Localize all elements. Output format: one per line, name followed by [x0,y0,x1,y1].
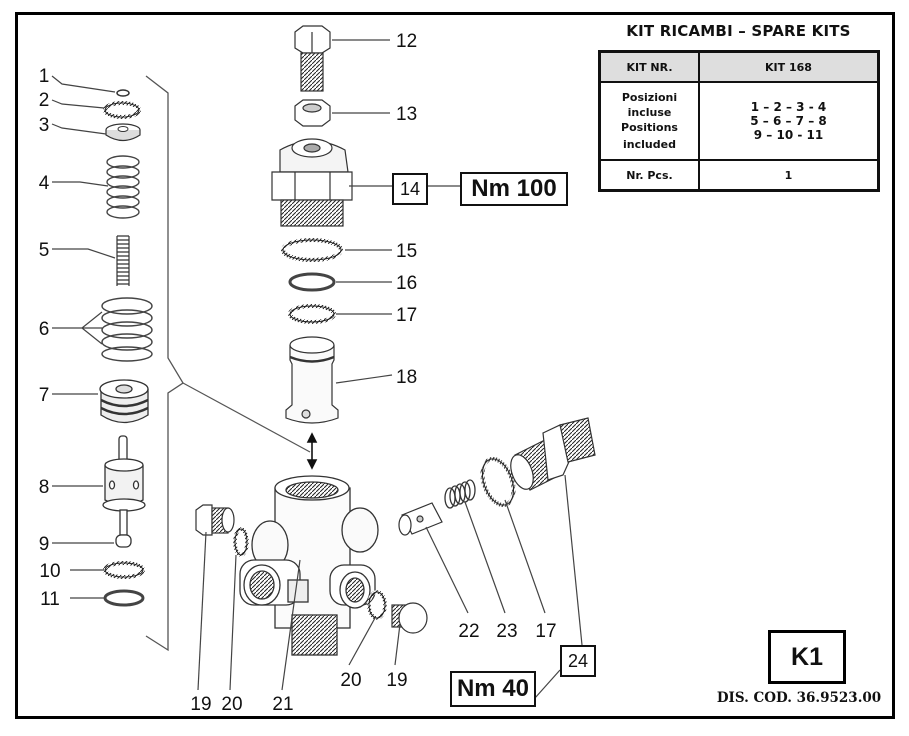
label-part-12: 12 [396,31,417,52]
part-3-washer [105,123,141,142]
kit-table-positions-row: Posizioni incluse Positions included 1 –… [598,81,880,161]
pieces-label: Nr. Pcs. [598,159,700,192]
label-part-6: 6 [39,319,50,340]
part-23-spring [444,479,476,509]
label-part-19-left: 19 [190,694,211,715]
kit-nr-header: KIT NR. [598,50,700,83]
label-part-20-left: 20 [221,694,242,715]
part-10-oring [103,561,145,579]
part-6-backup-rings [101,297,153,362]
part-1-small-oring [116,89,130,97]
kit-table-pieces-row: Nr. Pcs. 1 [598,159,880,192]
label-part-13: 13 [396,104,417,125]
part-22-cartridge [398,502,443,536]
part-15-oring [281,238,343,262]
label-part-9: 9 [39,534,50,555]
spare-kit-table: KIT NR. KIT 168 Posizioni incluse Positi… [598,50,880,192]
label-part-22: 22 [458,621,479,642]
group-leader-line [182,382,311,453]
label-part-4: 4 [39,173,50,194]
sheet-id-box: K1 [768,630,846,684]
part-24-fitting [510,417,596,491]
part-16-backup-ring [288,272,336,292]
positions-values-cell: 1 – 2 – 3 - 4 5 – 6 – 7 – 8 9 – 10 - 11 [698,81,880,161]
label-part-3: 3 [39,115,50,136]
label-part-5: 5 [39,240,50,261]
label-part-2: 2 [39,90,50,111]
drawing-code: DIS. COD. 36.9523.00 [716,690,882,706]
kit-table-header-row: KIT NR. KIT 168 [598,50,880,83]
positions-value-line: 5 – 6 – 7 – 8 [750,114,827,128]
label-part-1: 1 [39,66,50,87]
torque-callout-part-14: Nm 100 [460,172,568,206]
positions-label-line: Positions [621,121,678,134]
positions-label-line: Posizioni [621,91,678,104]
part-14-valve-cap [271,138,353,227]
part-11-backup-ring [103,589,145,607]
assembly-arrow-icon [306,432,318,470]
label-part-23: 23 [496,621,517,642]
positions-label-line: incluse [627,106,672,119]
label-part-11: 11 [40,589,60,610]
part-2-oring [103,101,141,119]
torque-callout-part-24: Nm 40 [450,671,536,707]
part-17-oring-top [288,304,336,324]
label-part-17-top: 17 [396,305,417,326]
part-21-valve-body [239,475,379,656]
label-part-15: 15 [396,241,417,262]
part-20-oring-left [233,527,249,557]
label-part-18: 18 [396,367,417,388]
part-5-small-spring [116,235,130,286]
leader-lines [51,39,583,699]
positions-label-cell: Posizioni incluse Positions included [598,81,700,161]
kit-table-title: KIT RICAMBI – SPARE KITS [626,22,851,40]
label-part-8: 8 [39,477,50,498]
drawing-frame [15,12,895,719]
positions-value-line: 9 – 10 - 11 [753,128,824,142]
callout-part-14: 14 [392,173,428,205]
callout-part-24: 24 [560,645,596,677]
positions-label-line: included [623,138,676,151]
part-8-valve-stem [102,435,146,536]
part-19-plug-left [195,504,235,536]
part-12-bolt [294,25,331,92]
label-part-10: 10 [39,561,60,582]
part-19-plug-right [391,602,428,634]
part-13-nut [294,99,331,127]
part-4-large-spring [106,155,140,219]
label-part-16: 16 [396,273,417,294]
label-part-17-side: 17 [535,621,556,642]
pieces-value: 1 [698,159,880,192]
label-part-21: 21 [272,694,293,715]
label-part-7: 7 [39,385,50,406]
part-20-oring-right [367,590,387,620]
label-part-20-right: 20 [340,670,361,691]
part-18-piston [285,336,339,424]
label-part-19-right: 19 [386,670,407,691]
positions-value-line: 1 – 2 – 3 - 4 [750,100,827,114]
part-9-valve-head [115,534,132,548]
kit-number-header: KIT 168 [698,50,880,83]
part-7-piston-guide [99,379,149,424]
group-bracket [145,75,184,652]
